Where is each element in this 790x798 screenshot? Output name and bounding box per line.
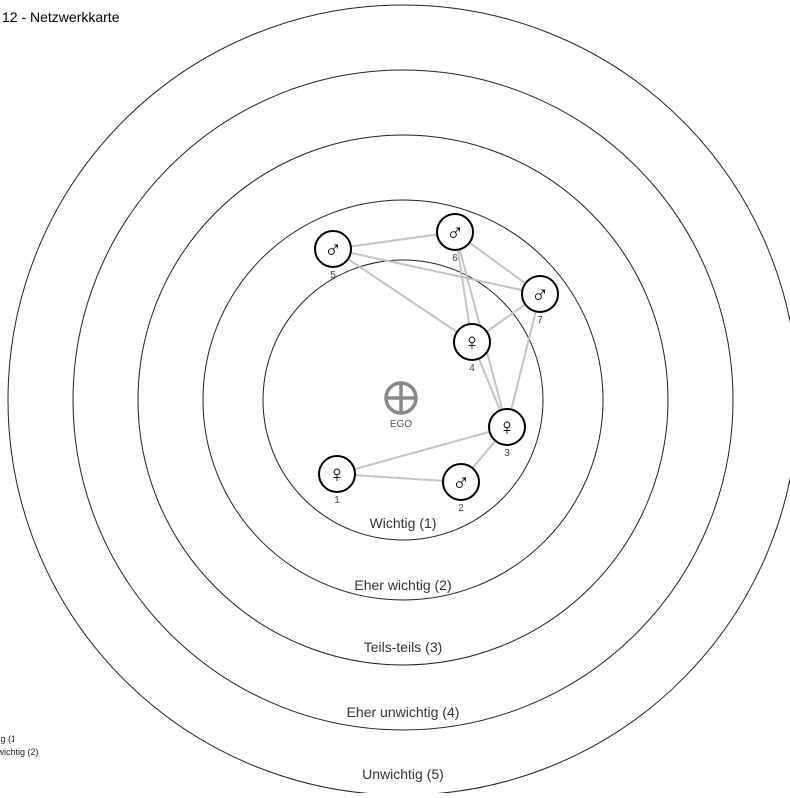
- female-symbol-icon: ♀: [463, 329, 481, 356]
- tie-line: [506, 293, 541, 428]
- male-symbol-icon: ♂: [446, 219, 464, 246]
- alter-node-label: 1: [334, 495, 340, 506]
- importance-ring: [202, 199, 604, 601]
- alter-node-label: 2: [458, 503, 464, 514]
- alter-node-label: 6: [452, 253, 458, 264]
- alter-node-6[interactable]: ♂6: [436, 213, 474, 264]
- importance-ring: [72, 69, 734, 731]
- alter-node-5[interactable]: ♂5: [314, 230, 352, 281]
- alter-node-label: 5: [330, 270, 336, 281]
- alter-nodes: ♀1♂2♀3♀4♂5♂6♂7: [314, 213, 559, 514]
- alter-node-2[interactable]: ♂2: [442, 463, 480, 514]
- alter-node-label: 7: [537, 315, 543, 326]
- importance-ring: [137, 134, 669, 666]
- tie-line: [336, 473, 462, 483]
- importance-ring: [262, 259, 544, 541]
- male-symbol-icon: ♂: [452, 469, 470, 496]
- alter-node-circle: [436, 213, 474, 251]
- ring-label: Wichtig (1): [370, 515, 437, 531]
- alter-node-circle: [318, 455, 356, 493]
- tie-line: [332, 231, 456, 250]
- alter-node-label: 4: [469, 363, 475, 374]
- alter-node-circle: [521, 275, 559, 313]
- ego-label: EGO: [390, 419, 412, 430]
- importance-ring-labels: Wichtig (1) Eher wichtig (2) Teils-teils (…: [347, 515, 460, 782]
- alter-node-4[interactable]: ♀4: [453, 323, 491, 374]
- alter-node-circle: [488, 408, 526, 446]
- alter-node-3[interactable]: ♀3: [488, 408, 526, 459]
- legend-item-label: Eher wichtig (2): [0, 747, 39, 757]
- alter-node-circle: [314, 230, 352, 268]
- legend-item-label: Wichtig (1): [0, 734, 14, 744]
- legend-item: Eher wichtig (2): [0, 747, 40, 757]
- ring-label: Teils-teils (3): [364, 639, 443, 655]
- legend-item: Wichtig (1): [0, 734, 14, 744]
- alter-node-circle: [453, 323, 491, 361]
- male-symbol-icon: ♂: [531, 281, 549, 308]
- ring-label: Eher unwichtig (4): [347, 704, 460, 720]
- alter-node-circle: [442, 463, 480, 501]
- tie-line: [332, 248, 541, 295]
- ring-label: Eher wichtig (2): [354, 577, 451, 593]
- ego-node: EGO: [384, 381, 418, 430]
- ring-label: Unwichtig (5): [362, 766, 444, 782]
- female-symbol-icon: ♀: [498, 414, 516, 441]
- alter-node-label: 3: [504, 448, 510, 459]
- map-title: 12 - Netzwerkkarte: [2, 9, 120, 25]
- alter-node-7[interactable]: ♂7: [521, 275, 559, 326]
- female-symbol-icon: ♀: [328, 461, 346, 488]
- tie-line: [332, 248, 473, 343]
- tie-line: [336, 426, 508, 475]
- alter-node-1[interactable]: ♀1: [318, 455, 356, 506]
- male-symbol-icon: ♂: [324, 236, 342, 263]
